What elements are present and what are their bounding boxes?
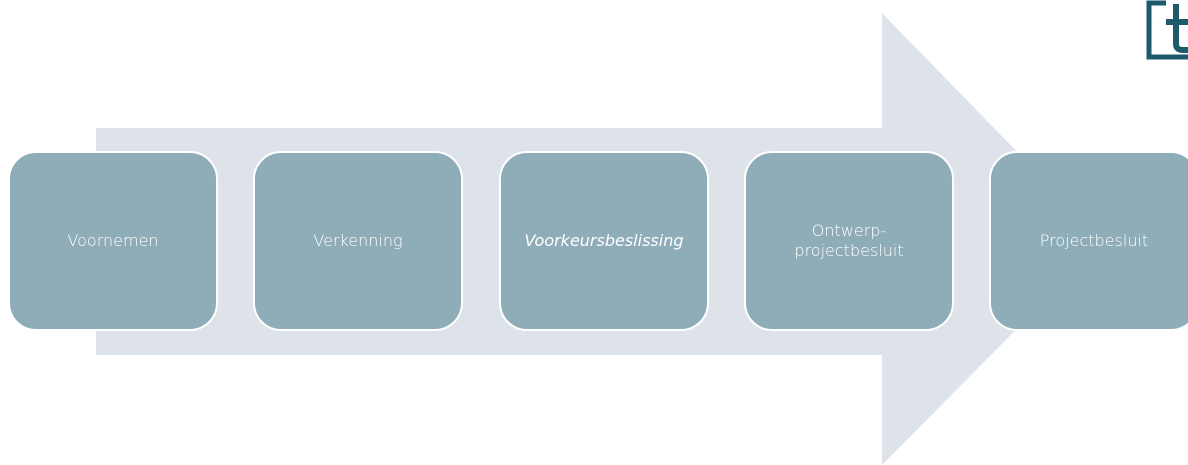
- logo-mark: [1166, 4, 1188, 53]
- step-voornemen-label: Voornemen: [67, 231, 159, 250]
- step-voornemen: Voornemen: [8, 151, 218, 331]
- logo-frame: [1146, 0, 1188, 60]
- step-verkenning-label: Verkenning: [313, 231, 403, 250]
- step-ontwerp-projectbesluit: Ontwerp- projectbesluit: [744, 151, 954, 331]
- step-verkenning: Verkenning: [253, 151, 463, 331]
- step-projectbesluit: Projectbesluit: [989, 151, 1188, 331]
- corner-logo-icon: [1146, 0, 1188, 60]
- step-voorkeursbeslissing-label: Voorkeursbeslissing: [524, 231, 684, 250]
- step-voorkeursbeslissing: Voorkeursbeslissing: [499, 151, 709, 331]
- step-projectbesluit-label: Projectbesluit: [1039, 231, 1149, 250]
- step-ontwerp-projectbesluit-label: Ontwerp- projectbesluit: [794, 221, 904, 260]
